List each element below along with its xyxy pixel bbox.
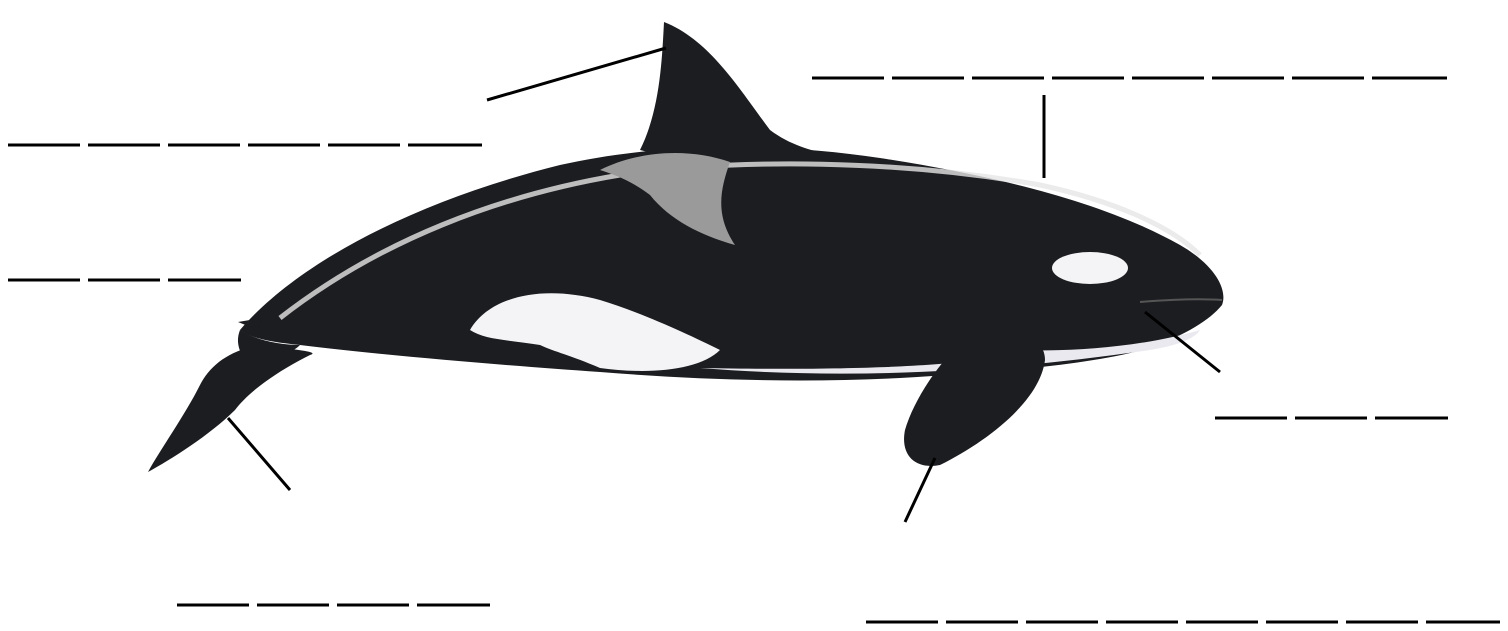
orca-illustration [148,22,1223,472]
pointer-dorsal-fin [487,48,666,100]
tail-fluke [148,345,313,472]
eye-patch [1052,252,1128,284]
dorsal-fin-shape [640,22,830,165]
pointer-tail-fluke [228,418,290,490]
pointer-flipper [905,458,935,522]
